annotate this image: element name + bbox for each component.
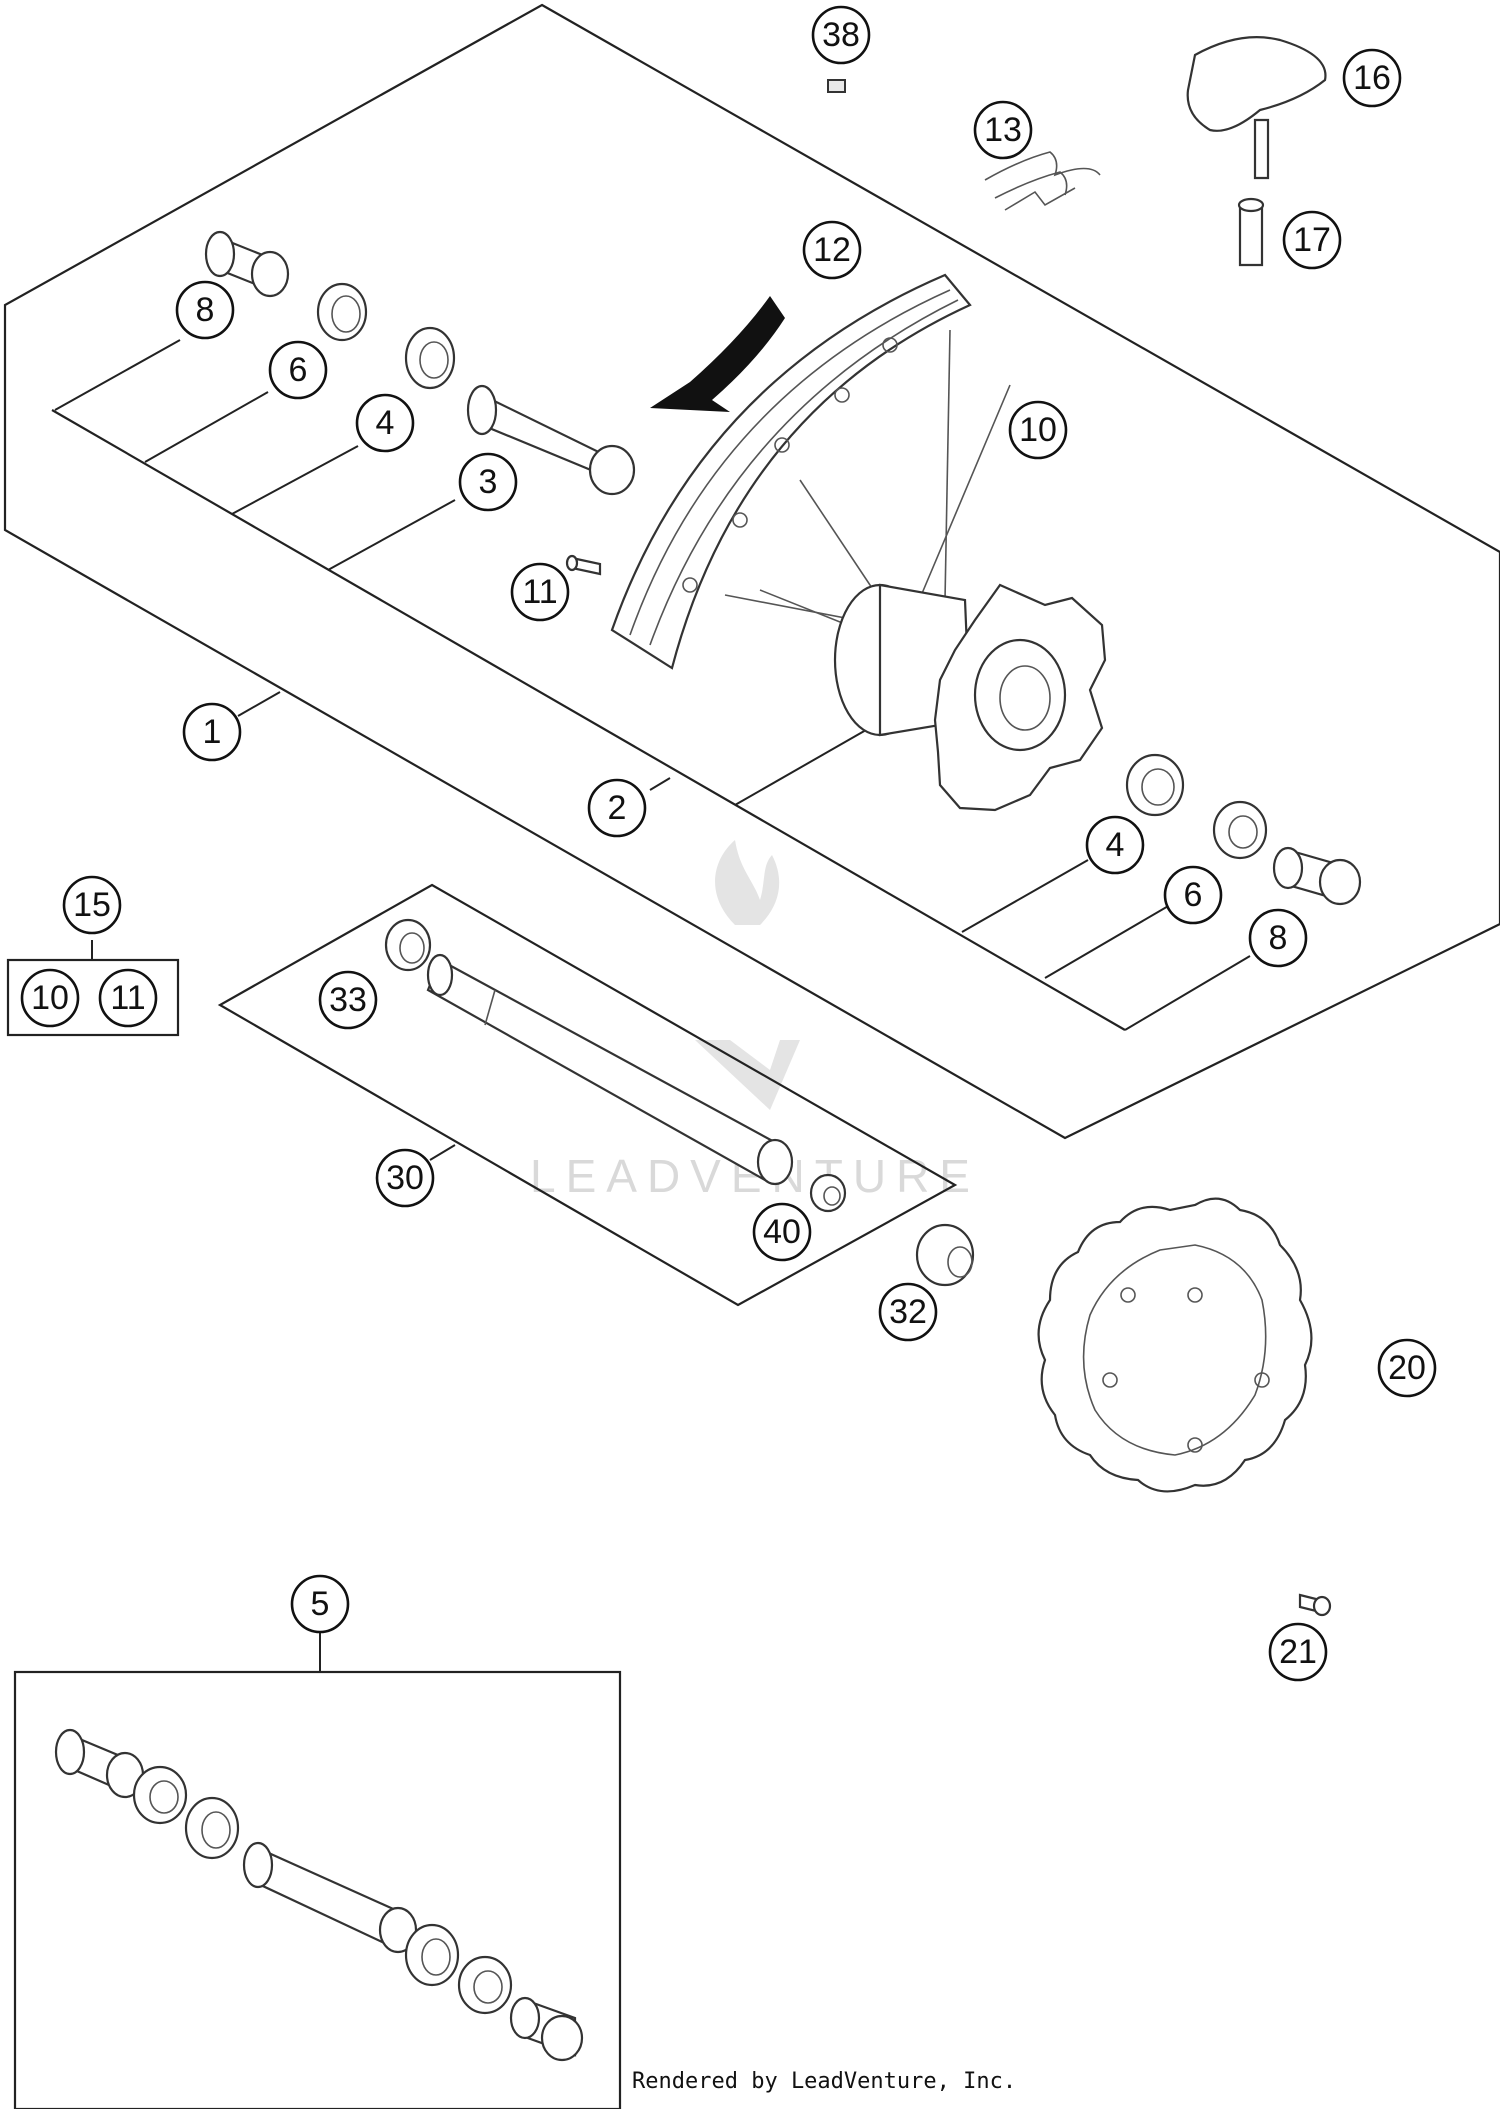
part-16-rim-lock bbox=[1186, 36, 1327, 180]
callout-33-label: 33 bbox=[329, 981, 367, 1019]
callout-6-right[interactable]: 6 bbox=[1163, 865, 1223, 925]
callout-13[interactable]: 13 bbox=[973, 100, 1033, 160]
wheel-assembly-frame bbox=[3, 3, 1500, 1140]
axle-assembly-frame bbox=[217, 883, 958, 1307]
callout-15[interactable]: 15 bbox=[62, 875, 122, 935]
callout-11-nipple-label: 11 bbox=[522, 573, 557, 611]
callout-4-left[interactable]: 4 bbox=[355, 393, 415, 453]
callout-17[interactable]: 17 bbox=[1282, 210, 1342, 270]
callout-30[interactable]: 30 bbox=[375, 1148, 435, 1208]
callout-40[interactable]: 40 bbox=[752, 1202, 812, 1262]
callout-33[interactable]: 33 bbox=[318, 970, 378, 1030]
part-38-plug bbox=[827, 79, 846, 93]
callout-8-right-label: 8 bbox=[1269, 919, 1288, 957]
part-21-disc-bolt bbox=[1298, 1593, 1332, 1617]
callout-4-left-label: 4 bbox=[376, 404, 395, 442]
leader-lines-main bbox=[54, 339, 1251, 1031]
leader-30 bbox=[429, 1144, 456, 1161]
callout-12-label: 12 bbox=[813, 231, 851, 269]
part-4-bearing-right bbox=[1125, 753, 1185, 817]
part-5-kit-contents bbox=[54, 1728, 584, 2062]
callout-20[interactable]: 20 bbox=[1377, 1338, 1437, 1398]
callout-10-kit[interactable]: 10 bbox=[20, 968, 80, 1028]
callout-40-label: 40 bbox=[763, 1213, 801, 1251]
part-40-axle-nut bbox=[809, 1173, 847, 1213]
direction-arrow bbox=[650, 296, 785, 412]
part-33-seal bbox=[384, 918, 432, 972]
callout-21-label: 21 bbox=[1279, 1633, 1317, 1671]
part-2-hub bbox=[833, 583, 1107, 812]
callout-6-left-label: 6 bbox=[289, 351, 308, 389]
callout-3[interactable]: 3 bbox=[458, 452, 518, 512]
callout-16[interactable]: 16 bbox=[1342, 48, 1402, 108]
part-17-rim-lock-nut bbox=[1237, 197, 1265, 267]
callout-8-left-label: 8 bbox=[196, 291, 215, 329]
callout-32[interactable]: 32 bbox=[878, 1282, 938, 1342]
part-20-brake-disc bbox=[1037, 1197, 1313, 1493]
callout-21[interactable]: 21 bbox=[1268, 1622, 1328, 1682]
callout-11-nipple[interactable]: 11 bbox=[510, 562, 570, 622]
callout-15-label: 15 bbox=[73, 886, 111, 924]
callout-11-kit[interactable]: 11 bbox=[98, 968, 158, 1028]
part-8-spacer-left bbox=[204, 230, 290, 298]
callout-32-label: 32 bbox=[889, 1293, 927, 1331]
callout-2[interactable]: 2 bbox=[587, 778, 647, 838]
part-6-seal-left bbox=[316, 282, 368, 342]
part-4-bearing-left bbox=[404, 326, 456, 390]
callout-5[interactable]: 5 bbox=[290, 1574, 350, 1634]
callout-10-spokes-label: 10 bbox=[1019, 411, 1057, 449]
callout-13-label: 13 bbox=[984, 111, 1022, 149]
part-32-spacer bbox=[915, 1223, 975, 1287]
callout-4-right-label: 4 bbox=[1106, 826, 1125, 864]
wheel-subassembly-frame bbox=[51, 409, 1126, 1031]
callout-11-kit-label: 11 bbox=[110, 979, 145, 1017]
callout-4-right[interactable]: 4 bbox=[1085, 815, 1145, 875]
part-11-nipple bbox=[565, 554, 602, 576]
callout-10-spokes[interactable]: 10 bbox=[1008, 400, 1068, 460]
callout-1-label: 1 bbox=[203, 713, 222, 751]
callout-16-label: 16 bbox=[1353, 59, 1391, 97]
callout-6-left[interactable]: 6 bbox=[268, 340, 328, 400]
callout-10-kit-label: 10 bbox=[31, 979, 69, 1017]
part-6-seal-right bbox=[1212, 800, 1268, 860]
callout-2-label: 2 bbox=[608, 789, 627, 827]
callout-20-label: 20 bbox=[1388, 1349, 1426, 1387]
callout-30-label: 30 bbox=[386, 1159, 424, 1197]
callout-5-label: 5 bbox=[311, 1585, 330, 1623]
callout-6-right-label: 6 bbox=[1184, 876, 1203, 914]
part-5-kit-box bbox=[13, 1670, 622, 2109]
part-8-spacer-right bbox=[1272, 846, 1362, 906]
callout-8-left[interactable]: 8 bbox=[175, 280, 235, 340]
callout-12[interactable]: 12 bbox=[802, 220, 862, 280]
footer-credit: Rendered by LeadVenture, Inc. bbox=[632, 2069, 1016, 2094]
part-30-axle bbox=[426, 953, 794, 1186]
callout-38[interactable]: 38 bbox=[811, 5, 871, 65]
callout-17-label: 17 bbox=[1293, 221, 1331, 259]
part-12-rim bbox=[610, 273, 972, 670]
callout-38-label: 38 bbox=[822, 16, 860, 54]
part-13-rim-tape bbox=[984, 151, 1101, 211]
callout-8-right[interactable]: 8 bbox=[1248, 908, 1308, 968]
callout-3-label: 3 bbox=[479, 463, 498, 501]
part-3-axle-spacer bbox=[466, 384, 636, 496]
callout-1[interactable]: 1 bbox=[182, 702, 242, 762]
